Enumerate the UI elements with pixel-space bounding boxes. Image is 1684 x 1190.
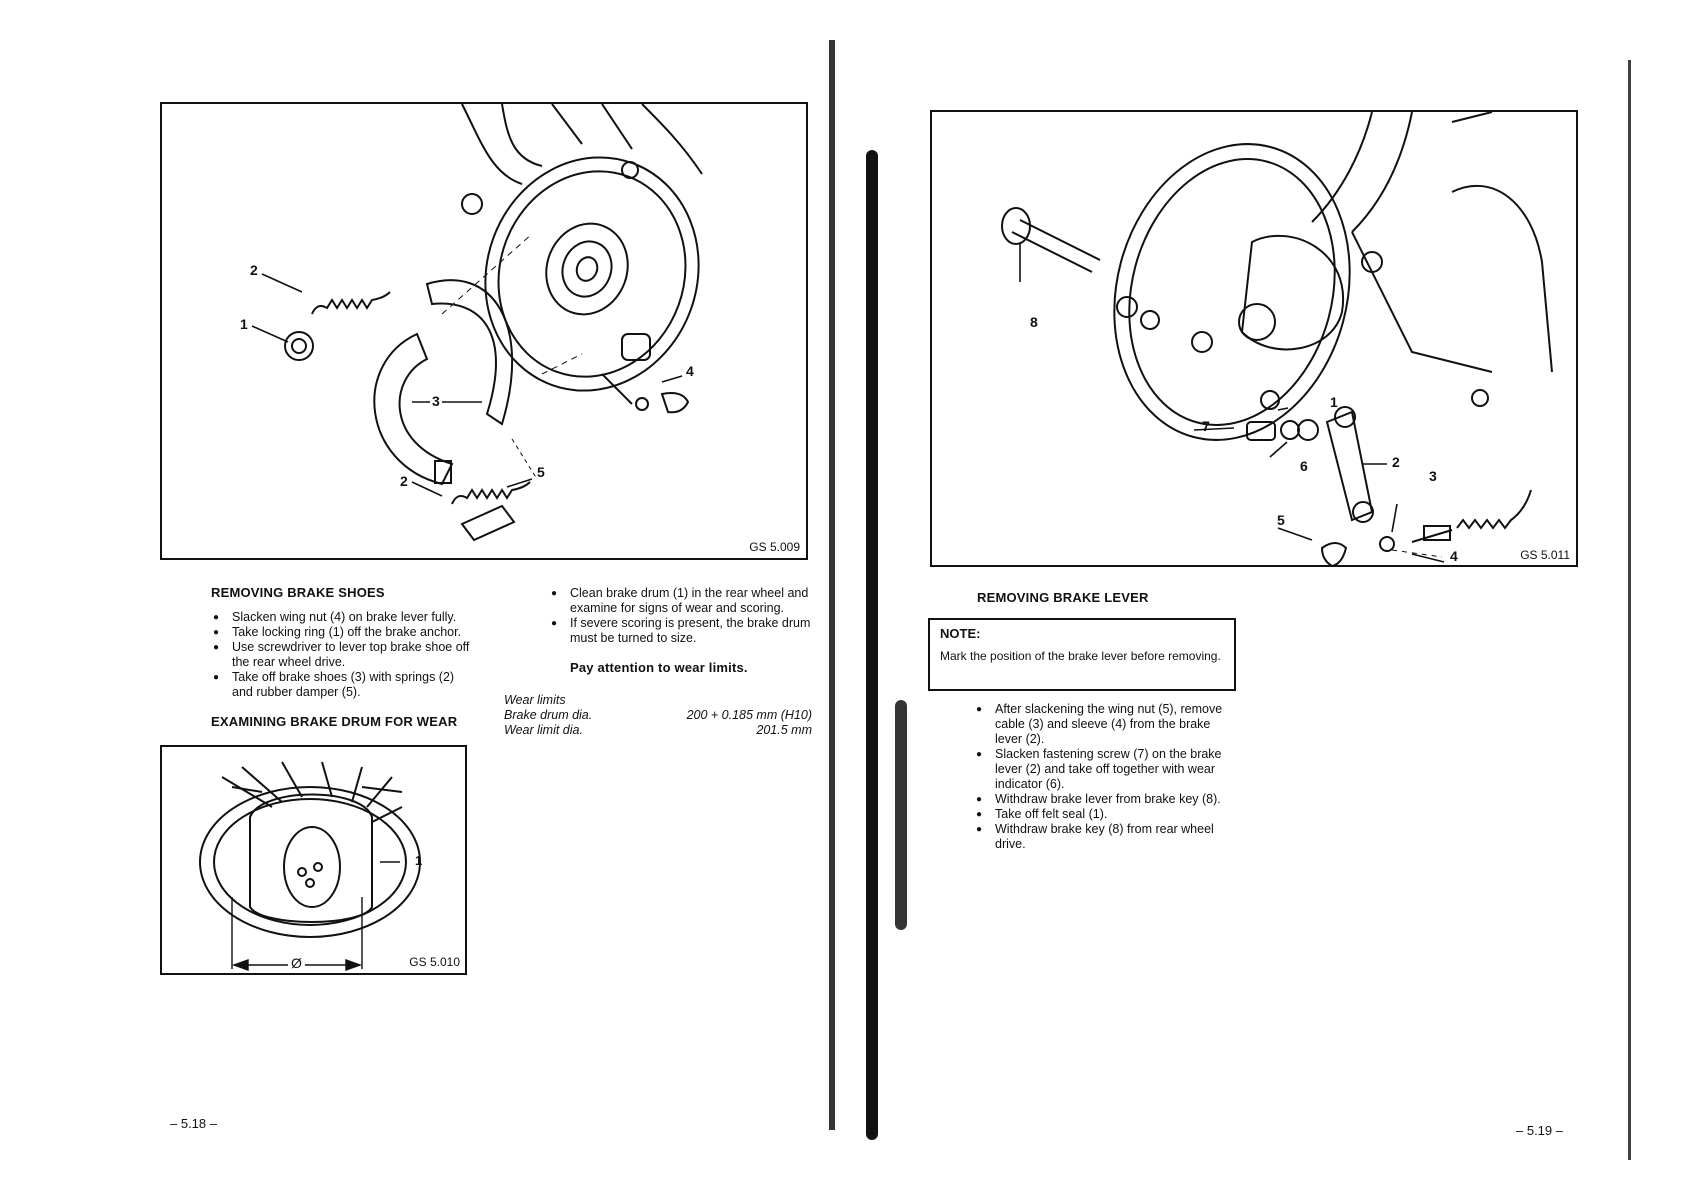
note-box: NOTE: Mark the position of the brake lev… bbox=[928, 618, 1236, 691]
list-item: Take locking ring (1) off the brake anch… bbox=[211, 625, 476, 640]
callout-3: 3 bbox=[432, 393, 440, 409]
table-row: Wear limit dia. 201.5 mm bbox=[504, 723, 812, 738]
binding-shadow bbox=[866, 150, 878, 1140]
binding-shadow bbox=[895, 700, 907, 930]
section-examining-brake-drum: EXAMINING BRAKE DRUM FOR WEAR bbox=[211, 714, 491, 729]
section-removing-brake-shoes: REMOVING BRAKE SHOES Slacken wing nut (4… bbox=[211, 585, 476, 700]
page-edge bbox=[1628, 60, 1631, 1160]
section-title: EXAMINING BRAKE DRUM FOR WEAR bbox=[211, 714, 458, 729]
instruction-list: Clean brake drum (1) in the rear wheel a… bbox=[549, 586, 814, 646]
page-number-right: – 5.19 – bbox=[1516, 1123, 1563, 1138]
note-text: Mark the position of the brake lever bef… bbox=[940, 649, 1221, 663]
callout-1: 1 bbox=[415, 853, 423, 868]
list-item: Take off felt seal (1). bbox=[974, 807, 1236, 822]
callout-2: 2 bbox=[1392, 454, 1400, 470]
diameter-icon: Ø bbox=[288, 955, 305, 971]
callout-4: 4 bbox=[1450, 548, 1458, 564]
list-item: Withdraw brake lever from brake key (8). bbox=[974, 792, 1236, 807]
callout-5: 5 bbox=[1277, 512, 1285, 528]
list-item: Clean brake drum (1) in the rear wheel a… bbox=[549, 586, 814, 616]
binding-shadow bbox=[829, 40, 835, 1130]
brake-lever-illustration bbox=[1001, 112, 1553, 568]
list-item: If severe scoring is present, the brake … bbox=[549, 616, 814, 646]
row-value: 201.5 mm bbox=[756, 723, 812, 737]
list-item: Slacken fastening screw (7) on the brake… bbox=[974, 747, 1236, 792]
figure-brake-shoes: 2 1 3 4 2 5 GS 5.009 bbox=[160, 102, 808, 560]
list-item: Withdraw brake key (8) from rear wheel d… bbox=[974, 822, 1236, 852]
callout-5: 5 bbox=[537, 464, 545, 480]
wear-limits-title: Wear limits bbox=[504, 693, 566, 707]
wear-limits-table: Wear limits Brake drum dia. 200 + 0.185 … bbox=[504, 693, 812, 738]
callout-6: 6 bbox=[1300, 458, 1308, 474]
callout-1: 1 bbox=[1330, 394, 1338, 410]
instruction-list: After slackening the wing nut (5), remov… bbox=[974, 702, 1236, 852]
section-title: REMOVING BRAKE LEVER bbox=[977, 590, 1149, 605]
callout-4: 4 bbox=[686, 363, 694, 379]
instruction-list: Slacken wing nut (4) on brake lever full… bbox=[211, 610, 476, 700]
figure-code: GS 5.011 bbox=[1520, 548, 1570, 562]
figure-code: GS 5.010 bbox=[409, 955, 460, 969]
wear-heading: Pay attention to wear limits. bbox=[570, 660, 748, 675]
figure-brake-lever: 8 1 7 6 2 3 5 4 GS 5.011 bbox=[930, 110, 1578, 568]
list-item: Take off brake shoes (3) with springs (2… bbox=[211, 670, 476, 700]
row-value: 200 + 0.185 mm (H10) bbox=[686, 708, 812, 722]
row-label: Wear limit dia. bbox=[504, 723, 583, 737]
list-item: After slackening the wing nut (5), remov… bbox=[974, 702, 1236, 747]
row-label: Brake drum dia. bbox=[504, 708, 593, 722]
brake-shoes-illustration bbox=[251, 104, 703, 542]
callout-2-bottom: 2 bbox=[400, 473, 408, 489]
callout-8: 8 bbox=[1030, 314, 1038, 330]
section-removing-brake-lever: REMOVING BRAKE LEVER bbox=[977, 590, 1257, 605]
callout-7: 7 bbox=[1202, 418, 1210, 434]
list-item: Use screwdriver to lever top brake shoe … bbox=[211, 640, 476, 670]
section-title: REMOVING BRAKE SHOES bbox=[211, 585, 385, 600]
callout-1: 1 bbox=[240, 316, 248, 332]
callout-3: 3 bbox=[1429, 468, 1437, 484]
section-drum-cleaning: Clean brake drum (1) in the rear wheel a… bbox=[549, 586, 814, 675]
note-title: NOTE: bbox=[940, 626, 981, 641]
list-item: Slacken wing nut (4) on brake lever full… bbox=[211, 610, 476, 625]
table-row: Brake drum dia. 200 + 0.185 mm (H10) bbox=[504, 708, 812, 723]
page-number-left: – 5.18 – bbox=[170, 1116, 217, 1131]
section-lever-steps: After slackening the wing nut (5), remov… bbox=[974, 702, 1236, 852]
figure-brake-drum: 1 Ø GS 5.010 bbox=[160, 745, 467, 975]
callout-2-top: 2 bbox=[250, 262, 258, 278]
figure-code: GS 5.009 bbox=[749, 540, 800, 554]
brake-drum-illustration bbox=[199, 761, 421, 971]
